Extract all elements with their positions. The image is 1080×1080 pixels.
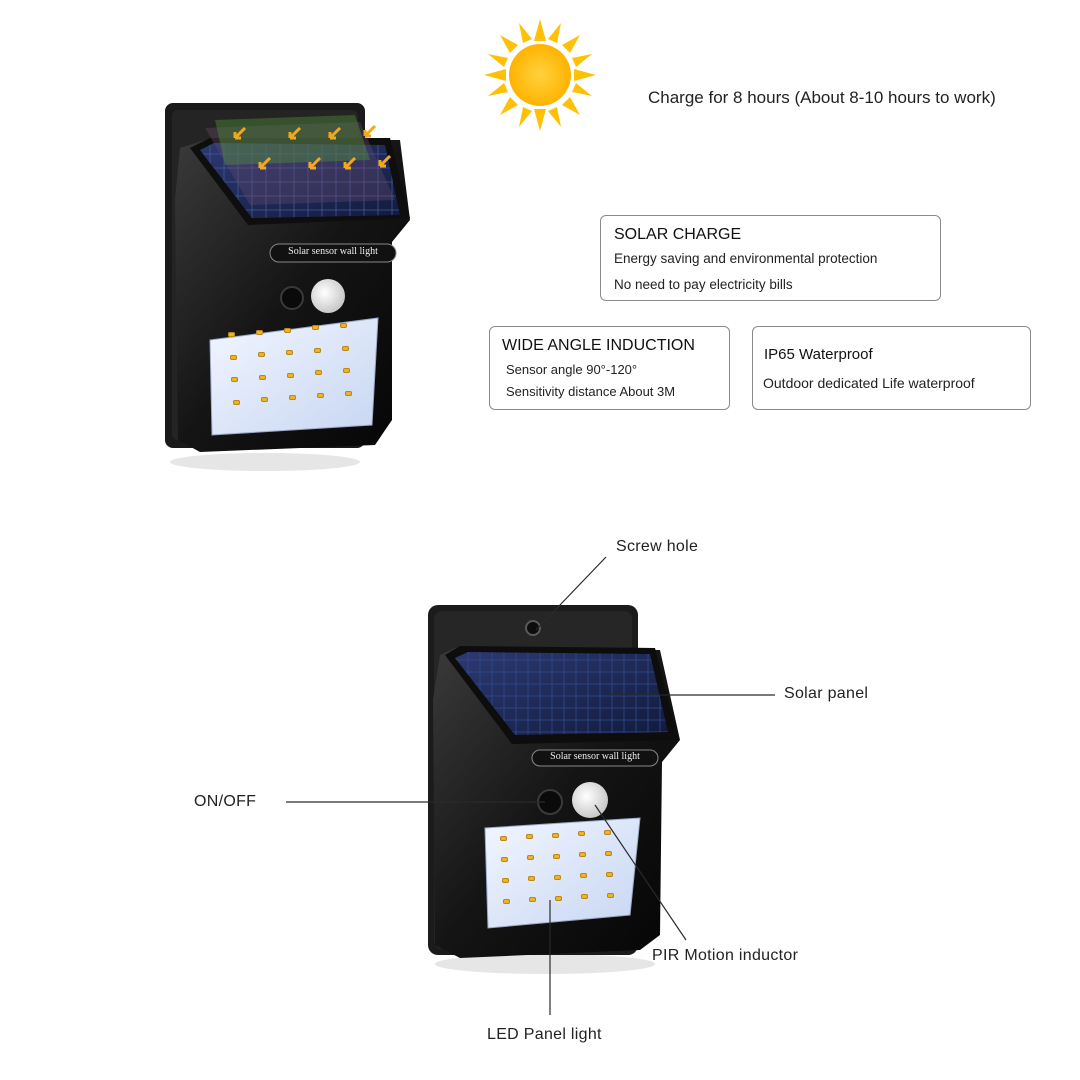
callout-lines — [286, 556, 775, 1015]
led-dot — [313, 347, 321, 353]
feature-solar-line-1: Energy saving and environmental protecti… — [614, 251, 878, 266]
callout-led-panel: LED Panel light — [487, 1026, 602, 1043]
led-dot — [232, 399, 240, 405]
sun-icon — [484, 19, 596, 131]
feature-solar-charge: SOLAR CHARGE Energy saving and environme… — [600, 215, 941, 301]
bottom-device-image — [428, 605, 680, 974]
led-dot — [316, 392, 324, 398]
feature-angle-line-2: Sensitivity distance About 3M — [506, 384, 676, 399]
led-dot — [229, 354, 237, 360]
led-dot — [580, 873, 587, 879]
led-dot — [288, 395, 296, 401]
top-device-image — [165, 103, 410, 471]
led-dot — [604, 829, 611, 835]
feature-angle-title: WIDE ANGLE INDUCTION — [502, 337, 695, 354]
led-dot — [501, 857, 508, 862]
led-dot — [343, 368, 350, 374]
feature-waterproof-line-1: Outdoor dedicated Life waterproof — [763, 375, 975, 391]
led-dot — [340, 323, 347, 329]
bottom-led-grid — [500, 829, 630, 920]
callout-on-off: ON/OFF — [194, 793, 257, 810]
feature-waterproof-title: IP65 Waterproof — [764, 346, 873, 363]
callout-pir: PIR Motion inductor — [652, 947, 799, 964]
top-device-label: Solar sensor wall light — [288, 246, 378, 257]
led-dot — [260, 397, 268, 403]
led-dot — [503, 899, 510, 904]
led-dot — [552, 832, 559, 838]
led-dot — [228, 332, 235, 337]
led-dot — [527, 855, 534, 861]
top-led-grid — [228, 323, 368, 422]
feature-solar-title: SOLAR CHARGE — [614, 226, 742, 243]
led-dot — [256, 329, 263, 335]
led-dot — [578, 831, 585, 837]
led-dot — [529, 897, 536, 903]
solar-arrow-icon — [233, 124, 392, 170]
callout-solar-panel: Solar panel — [784, 685, 869, 702]
callout-screw-hole: Screw hole — [616, 538, 699, 555]
led-dot — [231, 377, 238, 382]
led-dot — [607, 892, 614, 898]
led-dot — [287, 372, 294, 378]
feature-angle-line-1: Sensor angle 90°-120° — [506, 362, 638, 377]
led-dot — [581, 894, 588, 900]
led-dot — [284, 327, 291, 333]
led-dot — [257, 352, 265, 358]
bottom-device-label: Solar sensor wall light — [550, 751, 640, 762]
led-dot — [554, 874, 561, 880]
led-dot — [259, 374, 266, 380]
charge-caption: Charge for 8 hours (About 8-10 hours to … — [648, 88, 996, 107]
led-dot — [500, 836, 507, 841]
led-dot — [285, 350, 293, 356]
led-dot — [312, 325, 319, 331]
led-dot — [341, 345, 349, 351]
led-dot — [528, 876, 535, 882]
feature-waterproof: IP65 Waterproof Outdoor dedicated Life w… — [752, 326, 1031, 410]
led-dot — [553, 853, 560, 859]
led-dot — [526, 834, 533, 840]
led-dot — [315, 370, 322, 376]
led-dot — [344, 390, 352, 396]
led-dot — [605, 850, 612, 856]
led-dot — [502, 878, 509, 883]
feature-solar-line-2: No need to pay electricity bills — [614, 277, 793, 292]
led-dot — [606, 871, 613, 877]
led-dot — [579, 852, 586, 858]
feature-wide-angle: WIDE ANGLE INDUCTION Sensor angle 90°-12… — [489, 326, 730, 410]
led-dot — [555, 895, 562, 901]
